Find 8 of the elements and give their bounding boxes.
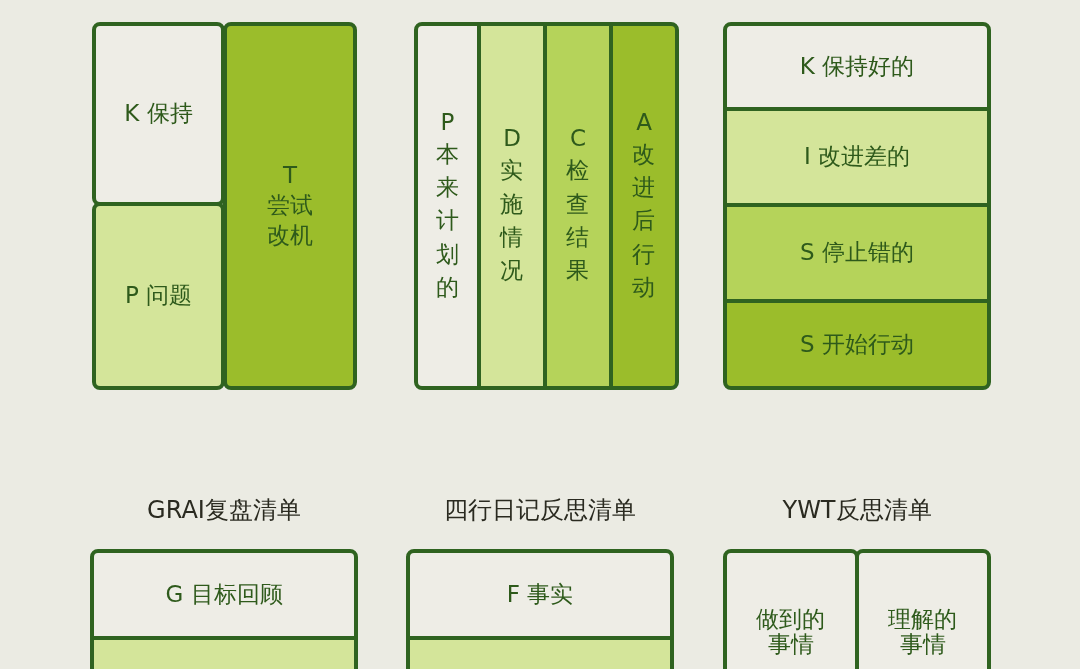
list-title: GRAI复盘清单 bbox=[147, 495, 301, 526]
list-cell: 做到的事情 bbox=[723, 549, 859, 669]
list-cell: K 保持 bbox=[92, 22, 225, 206]
list-cell: P 问题 bbox=[92, 202, 225, 390]
list-cell: T 尝试改机 bbox=[223, 22, 357, 390]
list-cell: 理解的事情 bbox=[855, 549, 991, 669]
list-title: 四行日记反思清单 bbox=[444, 495, 636, 526]
list-title: YWT反思清单 bbox=[782, 495, 932, 526]
